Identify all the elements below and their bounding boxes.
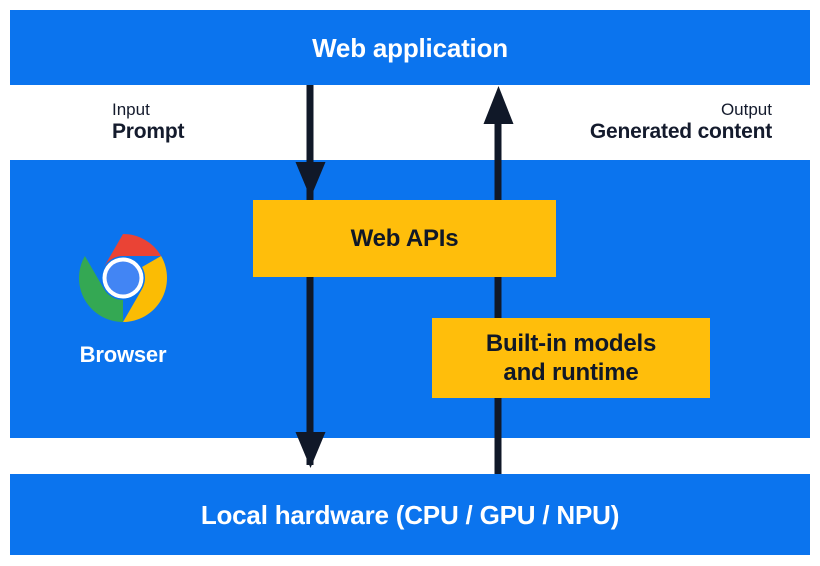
output-kind-label: Output bbox=[720, 100, 772, 119]
input-kind-label: Input bbox=[112, 100, 150, 119]
local-hardware-label: Local hardware (CPU / GPU / NPU) bbox=[200, 499, 620, 530]
web-application-label: Web application bbox=[312, 32, 508, 63]
input-value-label: Prompt bbox=[112, 120, 185, 144]
box-web-apis[interactable]: Web APIs bbox=[253, 200, 556, 277]
box-builtin-models-line-1: Built-in models bbox=[485, 329, 657, 357]
box-builtin-models-label: Built-in models and runtime bbox=[485, 329, 657, 388]
box-builtin-models-line-2: and runtime bbox=[503, 359, 639, 386]
layer-web-application: Web application bbox=[10, 10, 810, 85]
box-builtin-models[interactable]: Built-in models and runtime bbox=[432, 318, 710, 398]
output-value-label: Generated content bbox=[589, 120, 772, 144]
browser-label: Browser bbox=[79, 342, 167, 367]
box-web-apis-label: Web APIs bbox=[350, 224, 459, 252]
input-label-group: Input Prompt bbox=[112, 100, 185, 145]
chrome-logo-icon bbox=[79, 234, 167, 322]
layer-local-hardware: Local hardware (CPU / GPU / NPU) bbox=[10, 474, 810, 555]
output-label-group: Output Generated content bbox=[590, 100, 772, 145]
browser-block: Browser bbox=[53, 234, 193, 368]
